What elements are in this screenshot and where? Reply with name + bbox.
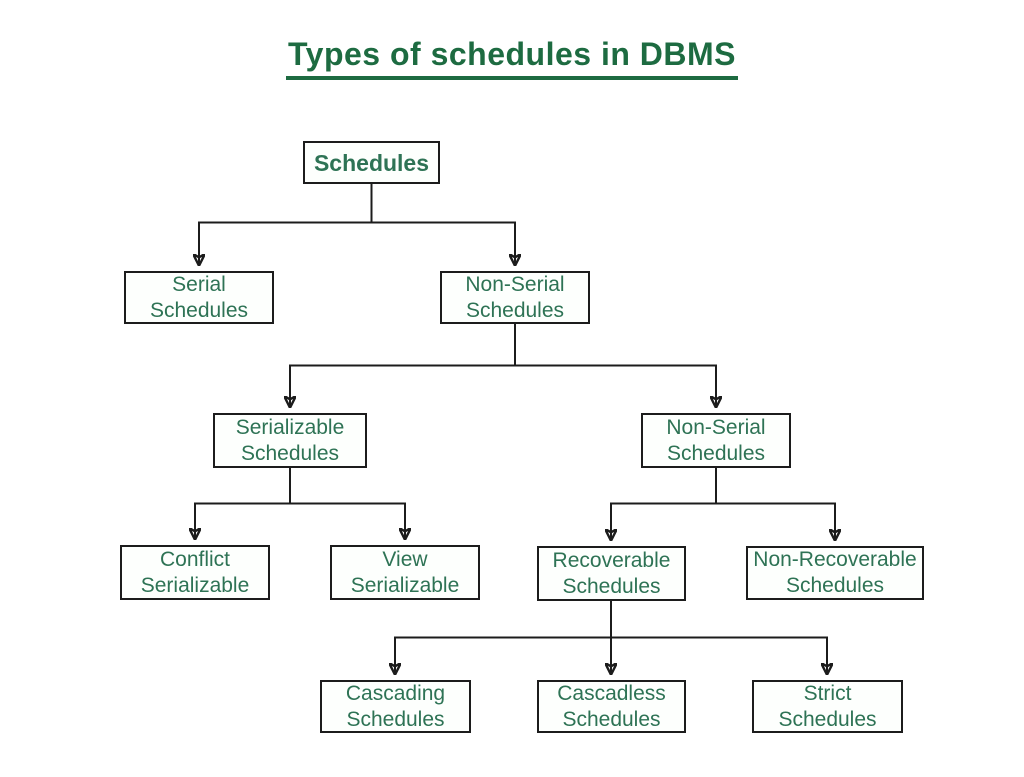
node-recoverable-schedules: Recoverable Schedules	[537, 546, 686, 601]
node-non-serial-schedules-2: Non-Serial Schedules	[641, 413, 791, 468]
node-cascadless-schedules: Cascadless Schedules	[537, 680, 686, 733]
node-non-recoverable-schedules: Non-Recoverable Schedules	[746, 546, 924, 600]
node-schedules-root: Schedules	[303, 141, 440, 184]
node-serial-schedules: Serial Schedules	[124, 271, 274, 324]
node-non-serial-schedules: Non-Serial Schedules	[440, 271, 590, 324]
node-serializable-schedules: Serializable Schedules	[213, 413, 367, 468]
node-cascading-schedules: Cascading Schedules	[320, 680, 471, 733]
node-strict-schedules: Strict Schedules	[752, 680, 903, 733]
node-view-serializable: View Serializable	[330, 545, 480, 600]
diagram-title: Types of schedules in DBMS	[285, 36, 739, 80]
title-container: Types of schedules in DBMS	[0, 36, 1024, 80]
node-conflict-serializable: Conflict Serializable	[120, 545, 270, 600]
